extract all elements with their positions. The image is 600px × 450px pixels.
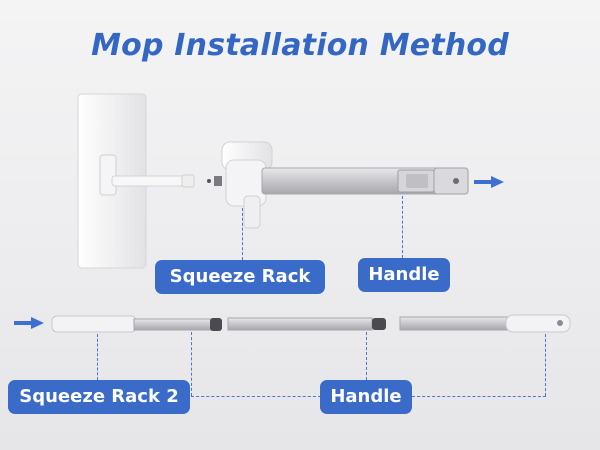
leader-handle-line-right [412, 396, 546, 397]
arrow-right-icon [474, 176, 504, 188]
label-squeeze-rack: Squeeze Rack [155, 260, 325, 294]
leader-handle-seg-2 [366, 332, 367, 380]
leader-handle-seg-3 [545, 334, 546, 396]
leader-handle-line-left [191, 396, 321, 397]
label-squeeze-rack-2: Squeeze Rack 2 [8, 380, 190, 414]
squeeze-rack-head [221, 141, 469, 229]
pole-segments [51, 314, 571, 333]
arrow-right-icon [14, 317, 44, 329]
label-handle-top: Handle [358, 258, 450, 292]
leader-handle-seg-1 [191, 332, 192, 396]
page-title: Mop Installation Method [91, 28, 509, 63]
leader-squeeze-rack [242, 208, 243, 260]
mop-head [77, 93, 195, 269]
leader-handle-top [402, 196, 403, 258]
leader-squeeze-rack-2 [97, 334, 98, 380]
label-handle-bottom: Handle [320, 380, 412, 414]
